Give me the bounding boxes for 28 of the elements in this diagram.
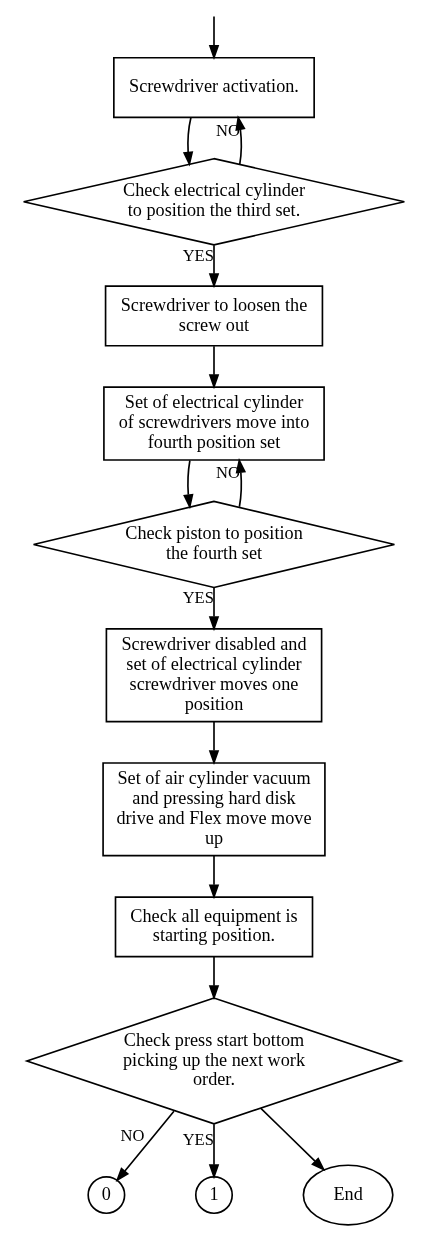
arrow [182, 116, 193, 167]
edge-label: YES [182, 245, 214, 265]
node-circle: 1 [194, 1176, 233, 1215]
arrow [259, 1107, 325, 1172]
edge-label: YES [182, 588, 214, 608]
arrow [208, 855, 219, 900]
node-diamond: Check piston to position the fourth set [32, 500, 395, 589]
node-box: Screwdriver activation. [112, 56, 315, 119]
arrow [208, 956, 219, 1001]
node-circle: 0 [86, 1176, 125, 1215]
node-box: Set of electrical cylinder of screwdrivers move into fourth position set [102, 386, 325, 461]
arrow [115, 1110, 175, 1183]
node-box: Screwdriver disabled and set of electrical cylinder screwdriver moves one position [105, 628, 322, 723]
node-box: Set of air cylinder vacuum and pressing hard disk drive and Flex move move up [101, 762, 326, 857]
arrow [208, 1123, 219, 1180]
edge-label: YES [182, 1130, 214, 1150]
node-ellipse: End [302, 1164, 394, 1226]
node-diamond: Check press start bottom picking up the next work order. [23, 997, 404, 1125]
arrow [208, 345, 219, 390]
node-box: Check all equipment is starting position. [114, 896, 313, 958]
node-box: Screwdriver to loosen the screw out [104, 285, 323, 347]
node-diamond: Check electrical cylinder to position the third set. [22, 157, 405, 246]
arrow [208, 15, 219, 60]
arrow [182, 459, 193, 510]
arrow [208, 244, 219, 289]
arrow [208, 587, 219, 632]
edge-label: NO [120, 1125, 144, 1145]
arrow [208, 721, 219, 766]
